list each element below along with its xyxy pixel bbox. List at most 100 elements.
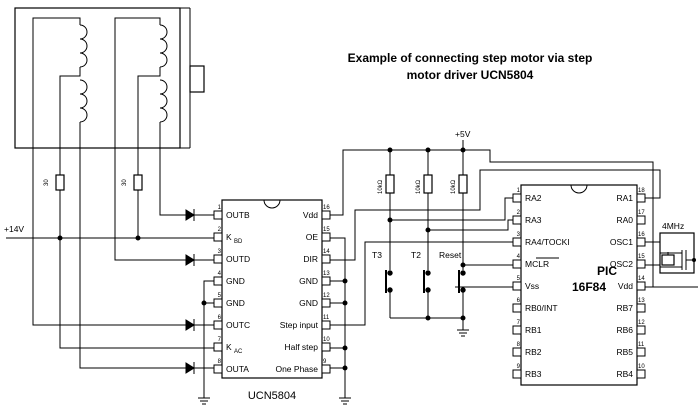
- ucn5804-pin-label: OE: [306, 232, 319, 242]
- diode-outc: [185, 319, 214, 331]
- ucn5804-label: UCN5804: [248, 390, 296, 402]
- diagram-title-line-2: motor driver UCN5804: [407, 68, 534, 82]
- pic-pin-label: RB4: [616, 369, 633, 379]
- ucn5804-pin-number: 13: [323, 271, 330, 277]
- ucn5804-pin-number: 16: [323, 205, 330, 211]
- ucn5804-pin-number: 1: [218, 205, 222, 211]
- resistor-10k-reset-label: 10kΩ: [451, 179, 457, 194]
- pic-pin-number: 4: [517, 254, 521, 260]
- driver-to-pic-wiring: [330, 169, 661, 326]
- resistor-30-right: 30: [122, 174, 143, 191]
- pic-name-line-1: PIC: [597, 264, 617, 278]
- pic-pin-label: RB0/INT: [525, 303, 558, 313]
- driver-ground-wiring: [198, 237, 351, 405]
- crystal-label: 4MHz: [662, 221, 684, 231]
- motor-coil-2: [159, 24, 168, 123]
- pic-pin-label: RB5: [616, 347, 633, 357]
- pic-pin-label: RB7: [616, 303, 633, 313]
- pushbutton-t3-label: T3: [372, 250, 382, 260]
- pushbutton-t2-label: T2: [411, 250, 421, 260]
- supply-5v-label: +5V: [455, 129, 471, 139]
- pic-pin-label: OSC1: [610, 237, 633, 247]
- pic-pin-label: RA0: [616, 215, 633, 225]
- pic-pin-number: 15: [638, 254, 645, 260]
- pic-pin-number: 14: [638, 276, 645, 282]
- pic-pin-label: MCLR: [525, 259, 549, 269]
- pic-pin-number: 9: [517, 364, 521, 370]
- ucn5804-pin-number: 12: [323, 293, 330, 299]
- ucn5804-pin-label: OUTB: [226, 210, 250, 220]
- pic16f84-pins: 1RA22RA33RA4/TOCKI4MCLR5Vss6RB0/INT7RB18…: [512, 188, 646, 379]
- pushbutton-reset[interactable]: Reset: [439, 193, 466, 330]
- ucn5804-pin-number: 8: [218, 359, 222, 365]
- ucn5804-pin-number: 11: [323, 315, 330, 321]
- ucn5804-pin-label: OUTC: [226, 320, 250, 330]
- pic-pin-label: RA3: [525, 215, 542, 225]
- pic-pin-label: OSC2: [610, 259, 633, 269]
- motor-wiring: [6, 17, 214, 369]
- pic-pin-number: 5: [517, 276, 521, 282]
- ucn5804-pin-number: 3: [218, 249, 222, 255]
- ucn5804-pin-label: DIR: [303, 254, 318, 264]
- pic-pin-number: 16: [638, 232, 645, 238]
- pic16f84-chip: [520, 184, 638, 386]
- supply-14v-label: +14V: [4, 224, 24, 234]
- pic-pin-number: 10: [638, 364, 645, 370]
- ucn5804-pin-number: 2: [218, 227, 222, 233]
- ucn5804-pin-number: 7: [218, 337, 222, 343]
- ucn5804-pin-label: K: [226, 232, 232, 242]
- pic-pin-label: RB1: [525, 325, 542, 335]
- crystal-4mhz: [645, 232, 696, 274]
- pic-name-line-2: 16F84: [572, 280, 606, 294]
- ucn5804-pin-label: K: [226, 342, 232, 352]
- ucn5804-pin-subscript: AC: [234, 349, 243, 355]
- pushbutton-t2[interactable]: T2: [411, 193, 431, 318]
- ucn5804-pin-label: GND: [299, 276, 318, 286]
- diode-outa: [185, 362, 214, 374]
- motor-coil-1: [79, 24, 88, 123]
- resistor-10k-t3: 10kΩ: [378, 150, 395, 194]
- ucn5804-pin-label: Half step: [284, 342, 318, 352]
- ucn5804-pin-label: Step input: [280, 320, 319, 330]
- ucn5804-pin-number: 5: [218, 293, 222, 299]
- pic-pin-label: RB6: [616, 325, 633, 335]
- pic-pin-label: RA4/TOCKI: [525, 237, 570, 247]
- button-to-pic-wiring: [387, 197, 513, 268]
- stepper-motor: [14, 7, 205, 149]
- ucn5804-pin-label: GND: [226, 276, 245, 286]
- ucn5804-driver-chip: [221, 199, 323, 379]
- pic-pin-label: RB3: [525, 369, 542, 379]
- pic-pin-label: RA2: [525, 193, 542, 203]
- pic-pin-label: RB2: [525, 347, 542, 357]
- ucn5804-pin-number: 14: [323, 249, 330, 255]
- pushbutton-t3[interactable]: T3: [372, 193, 393, 318]
- pic-pin-number: 6: [517, 298, 521, 304]
- resistor-10k-t3-label: 10kΩ: [378, 179, 384, 194]
- pic-pin-number: 17: [638, 210, 645, 216]
- resistor-10k-t2: 10kΩ: [416, 150, 433, 194]
- pushbutton-reset-label: Reset: [439, 250, 462, 260]
- diagram-title-line-1: Example of connecting step motor via ste…: [348, 51, 593, 65]
- pic-pin-number: 13: [638, 298, 645, 304]
- ucn5804-pin-label: One Phase: [275, 364, 318, 374]
- ucn5804-pin-label: GND: [299, 298, 318, 308]
- ucn5804-pin-number: 10: [323, 337, 330, 343]
- diode-outb: [185, 209, 214, 221]
- ucn5804-pin-number: 6: [218, 315, 222, 321]
